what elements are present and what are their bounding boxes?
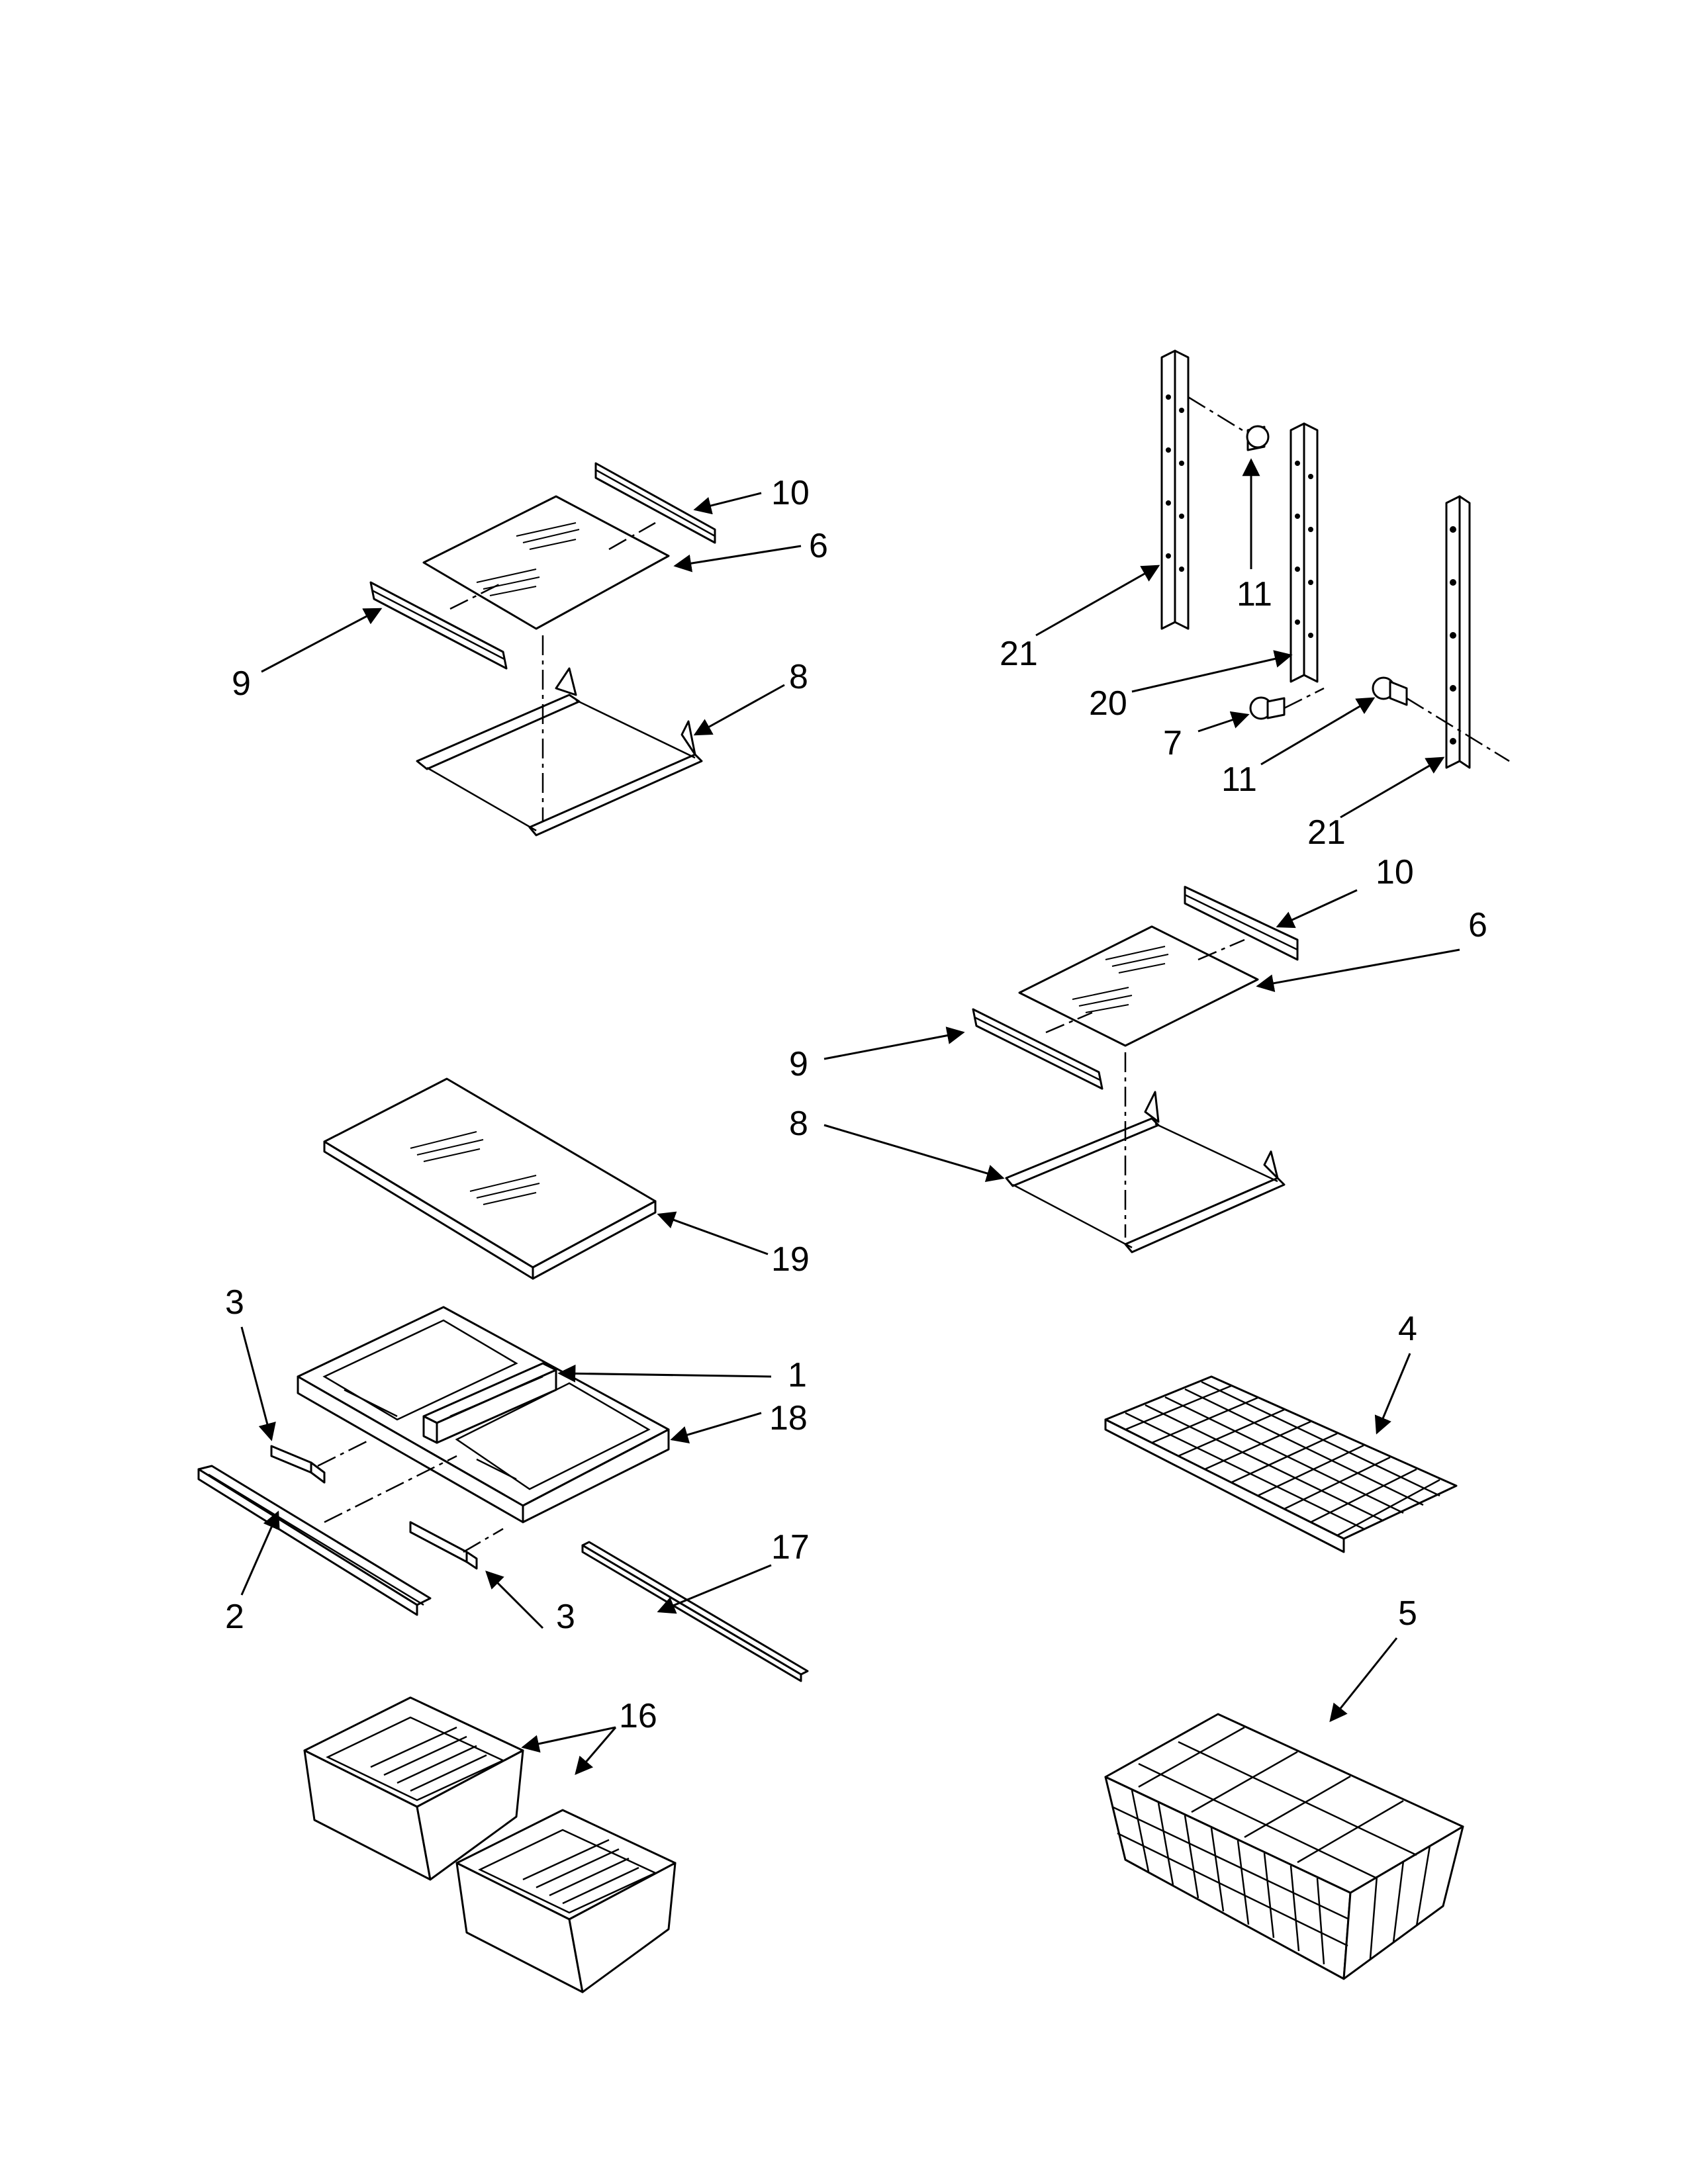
callout-5: 5 [1398, 1594, 1417, 1633]
callout-3-upper: 3 [225, 1283, 244, 1322]
shelf-ladders [1160, 349, 1510, 769]
callout-10-right: 10 [1376, 853, 1414, 891]
crisper-rear-rod [581, 1541, 809, 1682]
callout-10-upper: 10 [771, 474, 810, 512]
leader-lines [240, 458, 1460, 1776]
shelf-assembly-upper-left [369, 462, 716, 837]
crisper-center-divider [422, 1362, 557, 1444]
crisper-drawer-left [303, 1696, 524, 1881]
callout-21-left: 21 [1000, 635, 1038, 673]
callout-11-upper: 11 [1237, 575, 1272, 614]
callouts: 10 6 9 8 21 11 20 7 11 21 10 6 9 8 19 3 … [225, 474, 1487, 1735]
shelf-frame [416, 667, 703, 837]
screw-upper [1246, 425, 1270, 451]
ladder-center [1289, 422, 1319, 683]
callout-20: 20 [1089, 684, 1127, 723]
crisper-cover-assembly [197, 1306, 809, 1682]
ladder-left [1160, 349, 1190, 630]
callout-2: 2 [225, 1598, 244, 1636]
callout-6-right: 6 [1468, 906, 1487, 944]
callout-1: 1 [788, 1356, 807, 1394]
wire-basket [1104, 1713, 1464, 1980]
wire-shelf [1104, 1375, 1458, 1553]
screw-lower-left [1249, 696, 1286, 720]
callout-16: 16 [619, 1697, 657, 1735]
callout-18: 18 [769, 1399, 808, 1437]
callout-11-lower: 11 [1221, 760, 1257, 799]
glass-shelf-large [323, 1077, 657, 1280]
callout-6-upper: 6 [809, 527, 828, 565]
callout-7: 7 [1163, 724, 1182, 762]
callout-4: 4 [1398, 1310, 1417, 1348]
crisper-slide-left [270, 1445, 326, 1484]
callout-9-right: 9 [789, 1045, 808, 1083]
shelf-frame [1005, 1091, 1286, 1253]
crisper-front-trim [197, 1465, 432, 1616]
callout-3-lower: 3 [556, 1598, 575, 1636]
callout-8-right: 8 [789, 1105, 808, 1143]
callout-21-right: 21 [1307, 813, 1346, 852]
crisper-slide-right [409, 1521, 478, 1570]
screw-lower-right [1372, 676, 1408, 706]
shelf-rear-trim [1184, 886, 1299, 961]
shelf-assembly-right [972, 886, 1299, 1253]
crisper-drawer-right [455, 1809, 677, 1993]
ladder-right [1445, 495, 1471, 769]
callout-17: 17 [771, 1528, 810, 1567]
callout-19: 19 [771, 1240, 810, 1279]
callout-8-upper: 8 [789, 658, 808, 696]
callout-9-upper: 9 [232, 664, 251, 703]
glass-shelf [422, 495, 670, 630]
